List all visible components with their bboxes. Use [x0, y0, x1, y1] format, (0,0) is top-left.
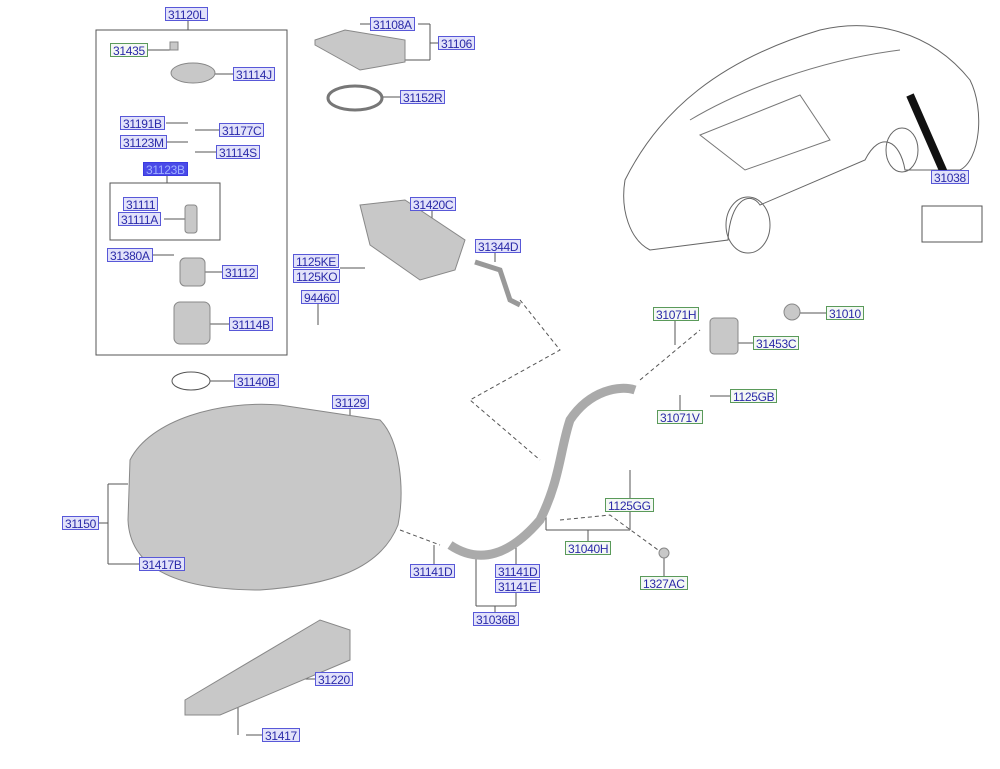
part-label-31150[interactable]: 31150: [62, 516, 99, 531]
part-label-31111a[interactable]: 31111A: [118, 212, 161, 227]
part-label-1125ko[interactable]: 1125KO: [293, 269, 341, 284]
part-label-31114j[interactable]: 31114J: [233, 67, 275, 82]
part-label-31071h[interactable]: 31071H: [653, 307, 700, 322]
part-label-31040h[interactable]: 31040H: [565, 541, 612, 556]
part-label-31071v[interactable]: 31071V: [657, 410, 703, 425]
part-label-31420c[interactable]: 31420C: [410, 197, 457, 212]
part-label-31152r[interactable]: 31152R: [400, 90, 446, 105]
part-label-1125gb[interactable]: 1125GB: [730, 389, 778, 404]
part-label-31141d[interactable]: 31141D: [410, 564, 456, 579]
part-label-31453c[interactable]: 31453C: [753, 336, 800, 351]
part-label-31111[interactable]: 31111: [123, 197, 159, 212]
part-label-31038[interactable]: 31038: [931, 170, 969, 185]
part-label-31123m[interactable]: 31123M: [120, 135, 167, 150]
part-label-1125ke[interactable]: 1125KE: [293, 254, 340, 269]
part-label-31177c[interactable]: 31177C: [219, 123, 265, 138]
part-label-31120l[interactable]: 31120L: [165, 7, 209, 22]
part-label-31220[interactable]: 31220: [315, 672, 353, 687]
part-label-31344d[interactable]: 31344D: [475, 239, 522, 254]
part-label-31106[interactable]: 31106: [438, 36, 475, 51]
part-label-31036b[interactable]: 31036B: [473, 612, 519, 627]
pump-subassembly-frame: [109, 182, 221, 241]
part-label-31129[interactable]: 31129: [332, 395, 369, 410]
part-label-31114b[interactable]: 31114B: [229, 317, 273, 332]
part-label-94460[interactable]: 94460: [301, 290, 339, 305]
part-label-31114s[interactable]: 31114S: [216, 145, 260, 160]
part-label-31108a[interactable]: 31108A: [370, 17, 415, 32]
part-label-31140b[interactable]: 31140B: [234, 374, 279, 389]
part-label-31112[interactable]: 31112: [222, 265, 259, 280]
part-label-1125gg[interactable]: 1125GG: [605, 498, 654, 513]
fuel-tank-part: [127, 403, 402, 591]
part-label-1327ac[interactable]: 1327AC: [640, 576, 688, 591]
part-label-31010[interactable]: 31010: [826, 306, 864, 321]
part-label-31380a[interactable]: 31380A: [107, 248, 153, 263]
part-label-31141e[interactable]: 31141E: [495, 579, 540, 594]
part-label-31417[interactable]: 31417: [262, 728, 300, 743]
pump-cap-part: [170, 62, 216, 84]
part-label-31123b[interactable]: 31123B: [143, 162, 188, 177]
part-label-31417b[interactable]: 31417B: [139, 557, 185, 572]
part-label-31191b[interactable]: 31191B: [120, 116, 165, 131]
pump-assembly-frame: [95, 29, 288, 356]
part-label-31435[interactable]: 31435: [110, 43, 148, 58]
part-label-31141d[interactable]: 31141D: [495, 564, 541, 579]
